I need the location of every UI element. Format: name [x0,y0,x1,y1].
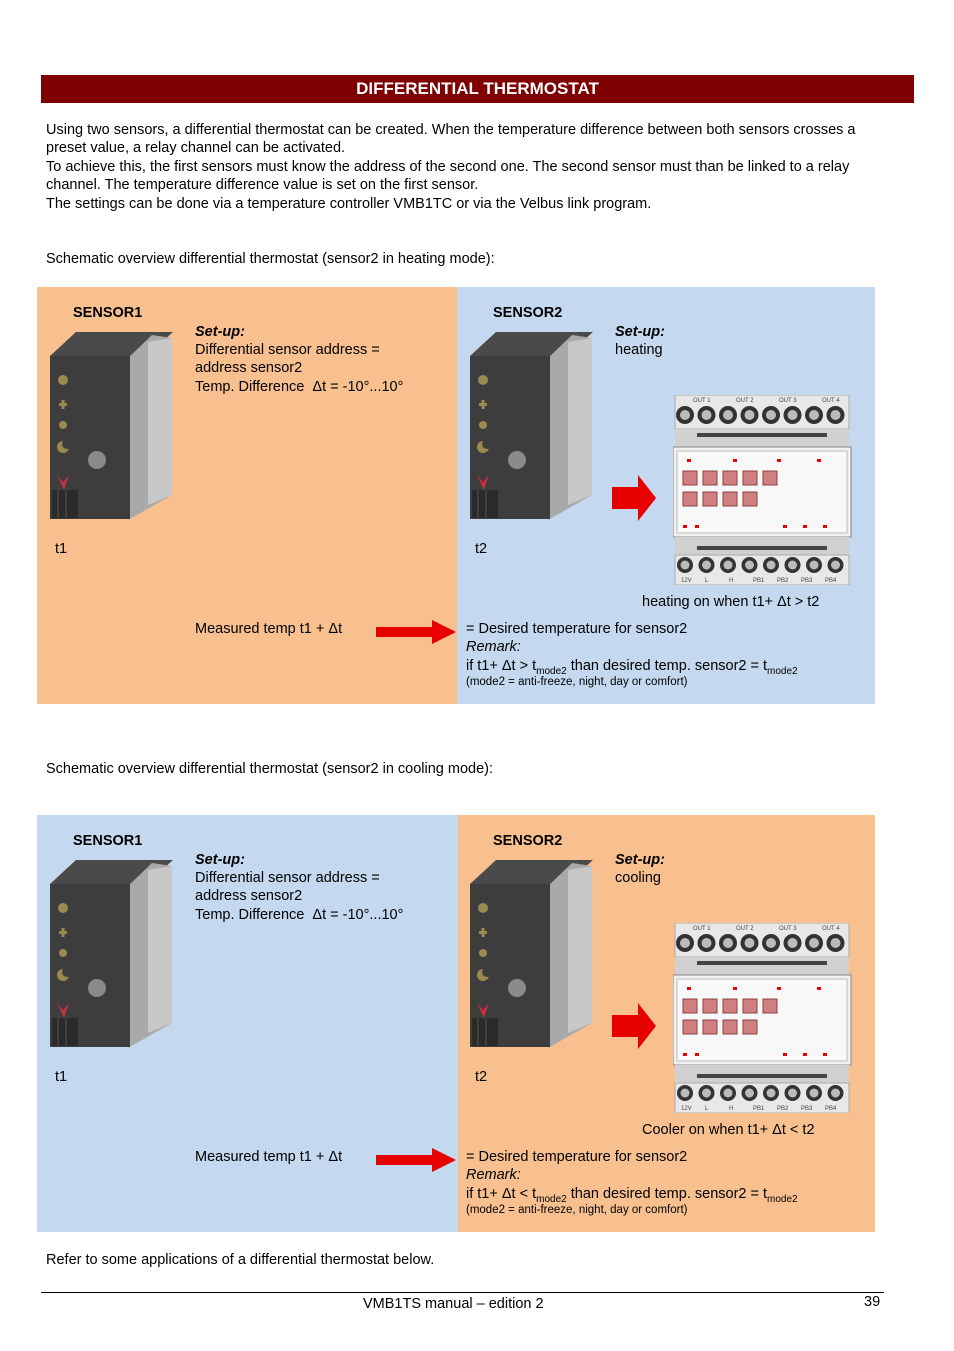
footer-manual: VMB1TS manual – edition 2 [363,1296,544,1312]
svg-text:OUT 1: OUT 1 [693,926,711,932]
measured-temp-label: Measured temp t1 + Δt [195,1149,343,1165]
sensor2-setup-lines: cooling [615,869,661,887]
footer-page-number: 39 [864,1294,881,1310]
sensor1-setup-lines: Differential sensor address = address sen… [195,341,450,396]
sensor-device-icon [468,330,593,525]
remark-label: Remark: [466,1167,521,1183]
red-arrow-icon [612,475,656,526]
diagram-heating: SENSOR1 Set-up: Differential sensor addr… [0,287,954,704]
setup-line: Differential sensor address = [195,342,380,358]
svg-text:PB4: PB4 [825,1106,837,1112]
setup-line: Temp. Difference Δt = -10°...10° [195,906,404,923]
sensor-device-icon [468,858,593,1053]
svg-text:OUT 4: OUT 4 [822,926,840,932]
red-arrow-icon [376,620,456,649]
closing-text: Refer to some applications of a differen… [46,1252,435,1268]
svg-text:OUT 3: OUT 3 [779,926,797,932]
sensor1-setup-lines: Differential sensor address = address sen… [195,869,450,924]
remark-label: Remark: [466,639,521,655]
footer-divider [41,1292,884,1293]
relay-module-icon: OUT 1 OUT 2 OUT 3 OUT 4 12V L H PB1 PB2 PB3 PB4 [672,394,853,590]
formula-text: than desired temp. sensor2 = t [566,658,768,674]
sensor2-temp-label: t2 [475,541,488,557]
sensor2-setup-label: Set-up: [615,852,665,868]
relay-module-icon: OUT 1 OUT 2 OUT 3 OUT 4 12V L H PB1 PB2 PB3 PB4 [672,922,853,1118]
relay-caption: Cooler on when t1+ Δt < t2 [642,1122,815,1138]
sensor2-title: SENSOR2 [493,833,563,849]
svg-text:PB1: PB1 [753,578,765,584]
red-arrow-icon [376,1148,456,1177]
sensor2-setup-label: Set-up: [615,324,665,340]
setup-line: Temp. Difference Δt = -10°...10° [195,378,404,395]
mode-note: (mode2 = anti-freeze, night, day or comf… [466,1204,688,1216]
sensor1-temp-label: t1 [55,541,68,557]
svg-text:12V: 12V [681,578,692,584]
svg-text:OUT 3: OUT 3 [779,398,797,404]
sensor-device-icon [48,858,173,1053]
setup-line: address sensor2 [195,360,303,377]
svg-text:PB2: PB2 [777,578,789,584]
svg-text:H: H [729,578,733,584]
diagram-caption-heating: Schematic overview differential thermost… [46,251,495,267]
desired-temp-text: = Desired temperature for sensor2 [466,621,688,637]
red-arrow-icon [612,1003,656,1054]
intro-paragraph-3: The settings can be done via a temperatu… [46,196,652,212]
subscript-mode2: mode2 [536,665,567,677]
svg-text:L: L [705,1106,709,1112]
remark-formula: if t1+ Δt > tmode2 than desired temp. se… [466,657,798,681]
svg-text:OUT 2: OUT 2 [736,398,754,404]
svg-text:OUT 2: OUT 2 [736,926,754,932]
setup-line: Differential sensor address = [195,870,380,886]
section-title: DIFFERENTIAL THERMOSTAT [41,75,914,103]
sensor1-title: SENSOR1 [73,833,143,849]
setup-line: heating [615,342,663,358]
remark-formula: if t1+ Δt < tmode2 than desired temp. se… [466,1185,798,1209]
sensor2-temp-label: t2 [475,1069,488,1085]
formula-text: if t1+ Δt < t [466,1186,537,1202]
svg-text:PB4: PB4 [825,578,837,584]
sensor1-setup-label: Set-up: [195,324,245,340]
sensor1-temp-label: t1 [55,1069,68,1085]
svg-text:PB3: PB3 [801,578,813,584]
diagram-caption-cooling: Schematic overview differential thermost… [46,761,494,777]
sensor-device-icon [48,330,173,525]
sensor2-setup-lines: heating [615,341,663,359]
svg-text:PB2: PB2 [777,1106,789,1112]
subscript-mode2: mode2 [536,1193,567,1205]
sensor1-title: SENSOR1 [73,305,143,321]
measured-temp-label: Measured temp t1 + Δt [195,621,343,637]
diagram-cooling: SENSOR1 Set-up: Differential sensor addr… [0,815,954,1232]
intro-paragraph-1: Using two sensors, a differential thermo… [46,122,856,157]
formula-text: if t1+ Δt > t [466,658,537,674]
setup-line: address sensor2 [195,888,303,905]
sensor2-title: SENSOR2 [493,305,563,321]
svg-text:L: L [705,578,709,584]
svg-text:PB3: PB3 [801,1106,813,1112]
formula-text: than desired temp. sensor2 = t [566,1186,768,1202]
svg-text:H: H [729,1106,733,1112]
subscript-mode2: mode2 [767,665,798,677]
relay-caption: heating on when t1+ Δt > t2 [642,594,820,610]
intro-paragraph-2: To achieve this, the first sensors must … [46,159,850,194]
mode-note: (mode2 = anti-freeze, night, day or comf… [466,676,688,688]
svg-text:12V: 12V [681,1106,692,1112]
subscript-mode2: mode2 [767,1193,798,1205]
svg-text:PB1: PB1 [753,1106,765,1112]
svg-text:OUT 4: OUT 4 [822,398,840,404]
sensor1-setup-label: Set-up: [195,852,245,868]
svg-text:OUT 1: OUT 1 [693,398,711,404]
setup-line: cooling [615,870,661,886]
desired-temp-text: = Desired temperature for sensor2 [466,1149,688,1165]
